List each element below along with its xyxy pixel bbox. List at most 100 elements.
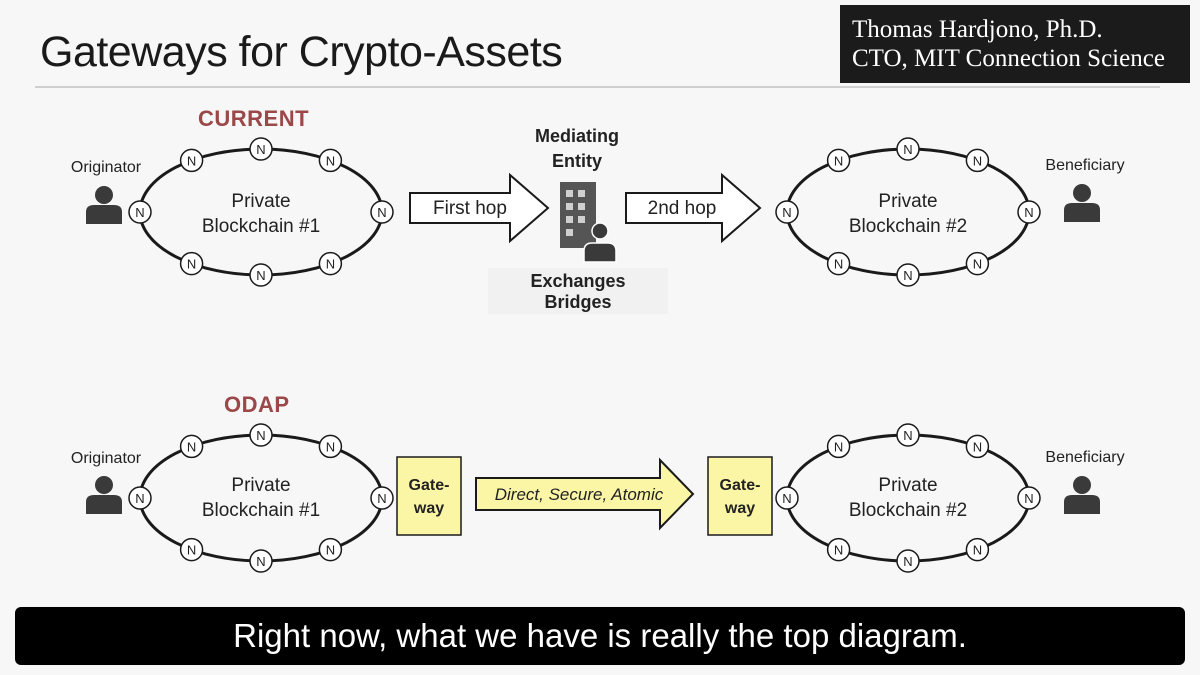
node-circle bbox=[249, 549, 273, 573]
node-circle bbox=[826, 434, 851, 459]
blockchain-label-line2: Blockchain #2 bbox=[849, 216, 967, 237]
title-divider bbox=[35, 86, 1160, 88]
caption-text: Right now, what we have is really the to… bbox=[233, 617, 967, 654]
gateway-label-line2: way bbox=[413, 500, 444, 517]
node-letter: N bbox=[326, 153, 335, 168]
node-letter: N bbox=[187, 257, 196, 272]
node-circle bbox=[775, 486, 799, 510]
blockchain-ring bbox=[785, 433, 1031, 563]
person-icon bbox=[86, 476, 122, 514]
node-letter: N bbox=[973, 153, 982, 168]
node-circle bbox=[896, 263, 920, 287]
node-marker: N bbox=[965, 251, 990, 276]
node-circle bbox=[965, 148, 990, 173]
gateway-label-line1: Gate- bbox=[720, 477, 761, 494]
speaker-role: CTO, MIT Connection Science bbox=[852, 45, 1165, 72]
node-marker: N bbox=[249, 549, 273, 573]
node-circle bbox=[826, 537, 851, 562]
node-circle bbox=[249, 137, 273, 161]
beneficiary-label: Beneficiary bbox=[1045, 157, 1124, 174]
mediating-label-line1: Mediating bbox=[535, 126, 619, 146]
node-circle bbox=[370, 200, 394, 224]
node-letter: N bbox=[187, 153, 196, 168]
node-marker: N bbox=[370, 486, 394, 510]
gateway-left: Gate- way bbox=[396, 456, 462, 536]
blockchain-label-line1: Private bbox=[878, 191, 937, 212]
current-label: CURRENT bbox=[198, 106, 310, 131]
node-letter: N bbox=[903, 428, 912, 443]
beneficiary-label: Beneficiary bbox=[1045, 449, 1124, 466]
node-marker: N bbox=[896, 137, 920, 161]
mediating-entity: Mediating Entity Exchanges Bridges bbox=[488, 126, 668, 314]
gateway-label-line1: Gate- bbox=[409, 477, 450, 494]
slide-title: Gateways for Crypto-Assets bbox=[40, 28, 563, 76]
node-letter: N bbox=[326, 439, 335, 454]
node-circle bbox=[896, 549, 920, 573]
node-letter: N bbox=[834, 439, 843, 454]
node-letter: N bbox=[782, 491, 791, 506]
node-circle bbox=[249, 423, 273, 447]
node-circle bbox=[179, 251, 204, 276]
node-circle bbox=[775, 200, 799, 224]
blockchain-label-line1: Private bbox=[231, 191, 290, 212]
blockchain-ring bbox=[785, 147, 1031, 277]
node-letter: N bbox=[377, 205, 386, 220]
node-circle bbox=[965, 251, 990, 276]
node-letter: N bbox=[326, 257, 335, 272]
node-circle bbox=[249, 263, 273, 287]
gateway-right: Gate- way bbox=[707, 456, 773, 536]
current-originator: Originator bbox=[71, 159, 142, 224]
node-marker: N bbox=[896, 263, 920, 287]
exchanges-label: Exchanges bbox=[530, 271, 625, 291]
building-icon bbox=[560, 182, 596, 248]
node-circle bbox=[318, 251, 343, 276]
node-marker: N bbox=[128, 200, 152, 224]
node-circle bbox=[826, 148, 851, 173]
node-letter: N bbox=[903, 142, 912, 157]
node-marker: N bbox=[179, 434, 204, 459]
node-circle bbox=[128, 486, 152, 510]
node-marker: N bbox=[318, 434, 343, 459]
node-letter: N bbox=[135, 491, 144, 506]
node-marker: N bbox=[826, 251, 851, 276]
node-circle bbox=[1017, 486, 1041, 510]
node-circle bbox=[318, 537, 343, 562]
second-hop-label: 2nd hop bbox=[648, 198, 717, 219]
person-icon bbox=[86, 186, 122, 224]
node-marker: N bbox=[965, 434, 990, 459]
current-beneficiary: Beneficiary bbox=[1045, 157, 1125, 222]
node-letter: N bbox=[187, 439, 196, 454]
node-letter: N bbox=[377, 491, 386, 506]
node-circle bbox=[965, 434, 990, 459]
node-letter: N bbox=[187, 543, 196, 558]
first-hop-label: First hop bbox=[433, 198, 507, 219]
node-letter: N bbox=[256, 142, 265, 157]
blockchain-ring bbox=[138, 433, 384, 563]
odap-beneficiary: Beneficiary bbox=[1045, 449, 1125, 514]
node-circle bbox=[826, 251, 851, 276]
node-letter: N bbox=[973, 439, 982, 454]
blockchain-label-line1: Private bbox=[878, 475, 937, 496]
node-marker: N bbox=[249, 423, 273, 447]
node-circle bbox=[128, 200, 152, 224]
node-letter: N bbox=[1024, 205, 1033, 220]
node-marker: N bbox=[179, 251, 204, 276]
blockchain-ring bbox=[138, 147, 384, 277]
node-marker: N bbox=[826, 434, 851, 459]
node-letter: N bbox=[834, 257, 843, 272]
blockchain-label-line2: Blockchain #2 bbox=[849, 500, 967, 521]
node-letter: N bbox=[256, 268, 265, 283]
node-letter: N bbox=[135, 205, 144, 220]
node-letter: N bbox=[903, 554, 912, 569]
first-hop-arrow: First hop bbox=[409, 172, 550, 244]
blockchain-label-line1: Private bbox=[231, 475, 290, 496]
node-marker: N bbox=[775, 486, 799, 510]
speaker-banner: Thomas Hardjono, Ph.D. CTO, MIT Connecti… bbox=[840, 5, 1190, 83]
node-marker: N bbox=[896, 423, 920, 447]
gateway-label-line2: way bbox=[724, 500, 755, 517]
node-circle bbox=[179, 148, 204, 173]
node-circle bbox=[1017, 200, 1041, 224]
